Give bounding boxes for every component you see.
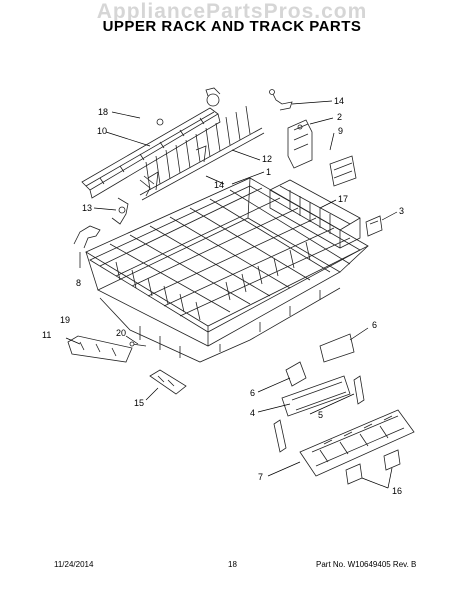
screw-20 xyxy=(129,341,147,347)
callout-13: 13 xyxy=(82,203,92,213)
callout-6-mid: 6 xyxy=(250,388,255,398)
clip-3 xyxy=(365,215,383,237)
callout-7: 7 xyxy=(258,472,263,482)
callout-2: 2 xyxy=(337,112,342,122)
bracket-13 xyxy=(111,197,129,225)
track-assembly xyxy=(81,87,221,199)
callout-14-left: 14 xyxy=(214,180,224,190)
upper-rack xyxy=(85,177,369,363)
callout-12: 12 xyxy=(262,154,272,164)
callout-14-top: 14 xyxy=(334,96,344,106)
footer-date: 11/24/2014 xyxy=(54,560,94,569)
tine-row xyxy=(139,105,265,201)
footer-page-number: 18 xyxy=(228,560,237,569)
callout-3: 3 xyxy=(399,206,404,216)
callout-5: 5 xyxy=(318,410,323,420)
callout-16: 16 xyxy=(392,486,402,496)
rail-4 xyxy=(281,375,351,417)
bracket-15 xyxy=(149,369,187,395)
clip-14-top xyxy=(269,89,293,111)
callout-18: 18 xyxy=(98,107,108,117)
watermark: AppliancePartsPros.com xyxy=(96,0,368,23)
rail-end-5 xyxy=(273,375,365,453)
footer-part-number: Part No. W10649405 Rev. B xyxy=(316,560,417,569)
callout-4: 4 xyxy=(250,408,255,418)
handle-11 xyxy=(67,335,133,363)
callout-19: 19 xyxy=(60,315,70,325)
callout-17: 17 xyxy=(338,194,348,204)
adjuster-cover xyxy=(329,155,357,187)
page-title: UPPER RACK AND TRACK PARTS xyxy=(102,18,362,35)
leader-lines xyxy=(65,100,398,489)
callout-20: 20 xyxy=(116,328,126,338)
rack-adjuster xyxy=(287,119,313,169)
callout-9: 9 xyxy=(338,126,343,136)
cutlery-basket xyxy=(269,179,361,249)
callout-labels: 18 10 14 2 9 12 1 14 17 3 13 8 19 6 11 2… xyxy=(42,96,404,496)
wheel-carrier-7 xyxy=(299,409,415,477)
callout-11: 11 xyxy=(42,330,51,340)
callout-8: 8 xyxy=(76,278,81,288)
callout-1: 1 xyxy=(266,167,271,177)
clip-14-left xyxy=(139,175,155,197)
hook-8 xyxy=(73,225,101,249)
callout-10: 10 xyxy=(97,126,107,136)
track-mount-6 xyxy=(285,333,355,387)
callout-15: 15 xyxy=(134,398,144,408)
callout-6-top: 6 xyxy=(372,320,377,330)
